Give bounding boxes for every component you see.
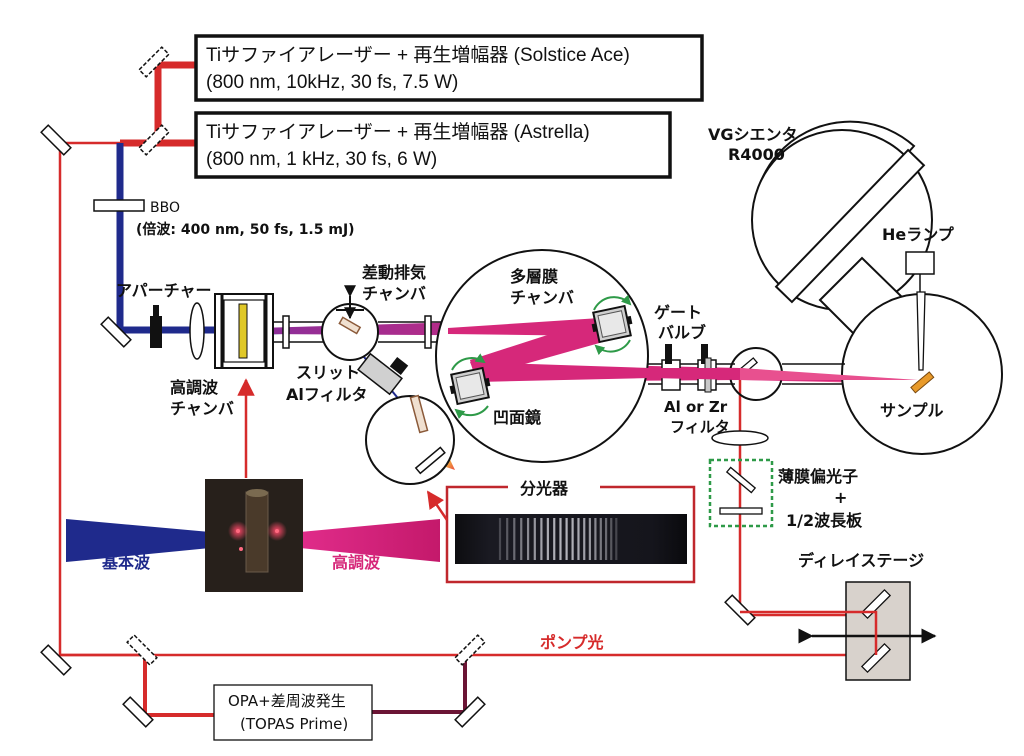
pump-light-label: ポンプ光 bbox=[540, 633, 604, 652]
hhg-chamber: 高調波 チャンバ bbox=[170, 293, 274, 418]
aperture: アパーチャー bbox=[116, 281, 212, 348]
mirror-pump-up bbox=[724, 594, 756, 626]
he-lamp: Heランプ bbox=[882, 225, 955, 292]
analyzer-label-1: VGシエンタ bbox=[708, 125, 798, 144]
harmonic-wedge bbox=[300, 519, 440, 562]
laser-box-astrella: Tiサファイアレーザー + 再生増幅器 (Astrella) (800 nm, … bbox=[194, 111, 672, 179]
analyzer-label-2: R4000 bbox=[728, 145, 785, 164]
delay-stage: ディレイステージ bbox=[798, 551, 937, 681]
hhg-chamber-label-2: チャンバ bbox=[170, 399, 234, 418]
mirror-opa-out-bottom bbox=[454, 696, 486, 728]
delay-stage-label: ディレイステージ bbox=[798, 551, 924, 570]
flip-mirror-opa-in bbox=[126, 634, 158, 666]
mirrors bbox=[40, 46, 756, 728]
filter-label-1: Al or Zr bbox=[664, 398, 728, 416]
mirror-opa-bottom bbox=[122, 696, 154, 728]
sample-chamber: サンプル bbox=[740, 291, 1003, 455]
opa-label-2: (TOPAS Prime) bbox=[240, 715, 348, 733]
spectrometer-inset: 分光器 bbox=[426, 479, 696, 584]
bbo-label: BBO bbox=[150, 200, 180, 216]
bbo-crystal: BBO (倍波: 400 nm, 50 fs, 1.5 mJ) bbox=[93, 199, 355, 238]
diff-pump-chamber: 差動排気 チャンバ bbox=[321, 263, 426, 361]
gate-valve-label-1: ゲート bbox=[654, 303, 702, 322]
laser-box-solstice: Tiサファイアレーザー + 再生増幅器 (Solstice Ace) (800 … bbox=[194, 34, 704, 102]
hhg-chamber-label-1: 高調波 bbox=[170, 378, 219, 397]
hhg-photo-inset: 基本波 高調波 bbox=[66, 378, 440, 592]
polarizer-waveplate: 薄膜偏光子 + 1/2波長板 bbox=[708, 458, 863, 530]
al-filter-label: Alフィルタ bbox=[286, 385, 368, 404]
slit-label: スリット bbox=[296, 363, 360, 382]
multilayer-mirror-lower bbox=[449, 353, 491, 419]
spectrometer-chamber bbox=[365, 394, 455, 485]
fundamental-wedge bbox=[66, 519, 210, 562]
diff-pump-label-1: 差動排気 bbox=[362, 263, 426, 282]
pump-focus-lens bbox=[711, 430, 769, 446]
concave-mirror-label: 凹面鏡 bbox=[493, 408, 541, 427]
polarizer-label-1: 薄膜偏光子 bbox=[778, 467, 858, 486]
he-lamp-label: Heランプ bbox=[882, 225, 955, 244]
flip-mirror-opa-out bbox=[454, 634, 486, 666]
polarizer-label-2: 1/2波長板 bbox=[786, 511, 863, 530]
doubling-label: (倍波: 400 nm, 50 fs, 1.5 mJ) bbox=[136, 221, 355, 238]
gate-valve-label-2: バルブ bbox=[658, 323, 706, 342]
mirror-bottom-left bbox=[40, 644, 72, 676]
mirror-blue-turn bbox=[100, 316, 132, 348]
harmonic-label: 高調波 bbox=[332, 553, 381, 572]
spectrum-fringes bbox=[498, 518, 618, 560]
solstice-params: (800 nm, 10kHz, 30 fs, 7.5 W) bbox=[206, 72, 458, 93]
diff-pump-label-2: チャンバ bbox=[362, 284, 426, 303]
focusing-lens bbox=[189, 302, 205, 360]
astrella-title: Tiサファイアレーザー + 再生増幅器 (Astrella) bbox=[206, 121, 590, 143]
multilayer-mirror-upper bbox=[591, 294, 633, 356]
mirror-top-left bbox=[40, 124, 72, 156]
solstice-title: Tiサファイアレーザー + 再生増幅器 (Solstice Ace) bbox=[206, 44, 630, 66]
multilayer-label-1: 多層膜 bbox=[510, 267, 558, 286]
opa-box: OPA+差周波発生 (TOPAS Prime) bbox=[213, 684, 373, 741]
slit-filter-assembly: スリット Alフィルタ bbox=[286, 352, 409, 404]
astrella-params: (800 nm, 1 kHz, 30 fs, 6 W) bbox=[206, 149, 437, 170]
harmonic-beam-inner bbox=[448, 318, 650, 382]
opa-label-1: OPA+差周波発生 bbox=[228, 692, 346, 710]
fundamental-label: 基本波 bbox=[101, 553, 151, 572]
sample-label: サンプル bbox=[880, 401, 944, 420]
multilayer-label-2: チャンバ bbox=[510, 288, 574, 307]
polarizer-plus: + bbox=[834, 488, 847, 507]
aperture-label: アパーチャー bbox=[116, 281, 212, 300]
spectrum-image bbox=[455, 514, 687, 564]
filter-label-2: フィルタ bbox=[670, 418, 730, 436]
gate-valve: ゲート バルブ Al or Zr フィルタ bbox=[654, 303, 730, 436]
spectrometer-label: 分光器 bbox=[520, 479, 569, 498]
beam-pipe-1 bbox=[273, 315, 325, 349]
electron-analyzer: VGシエンタ R4000 bbox=[708, 120, 933, 344]
pump-delay-loop bbox=[740, 610, 878, 655]
